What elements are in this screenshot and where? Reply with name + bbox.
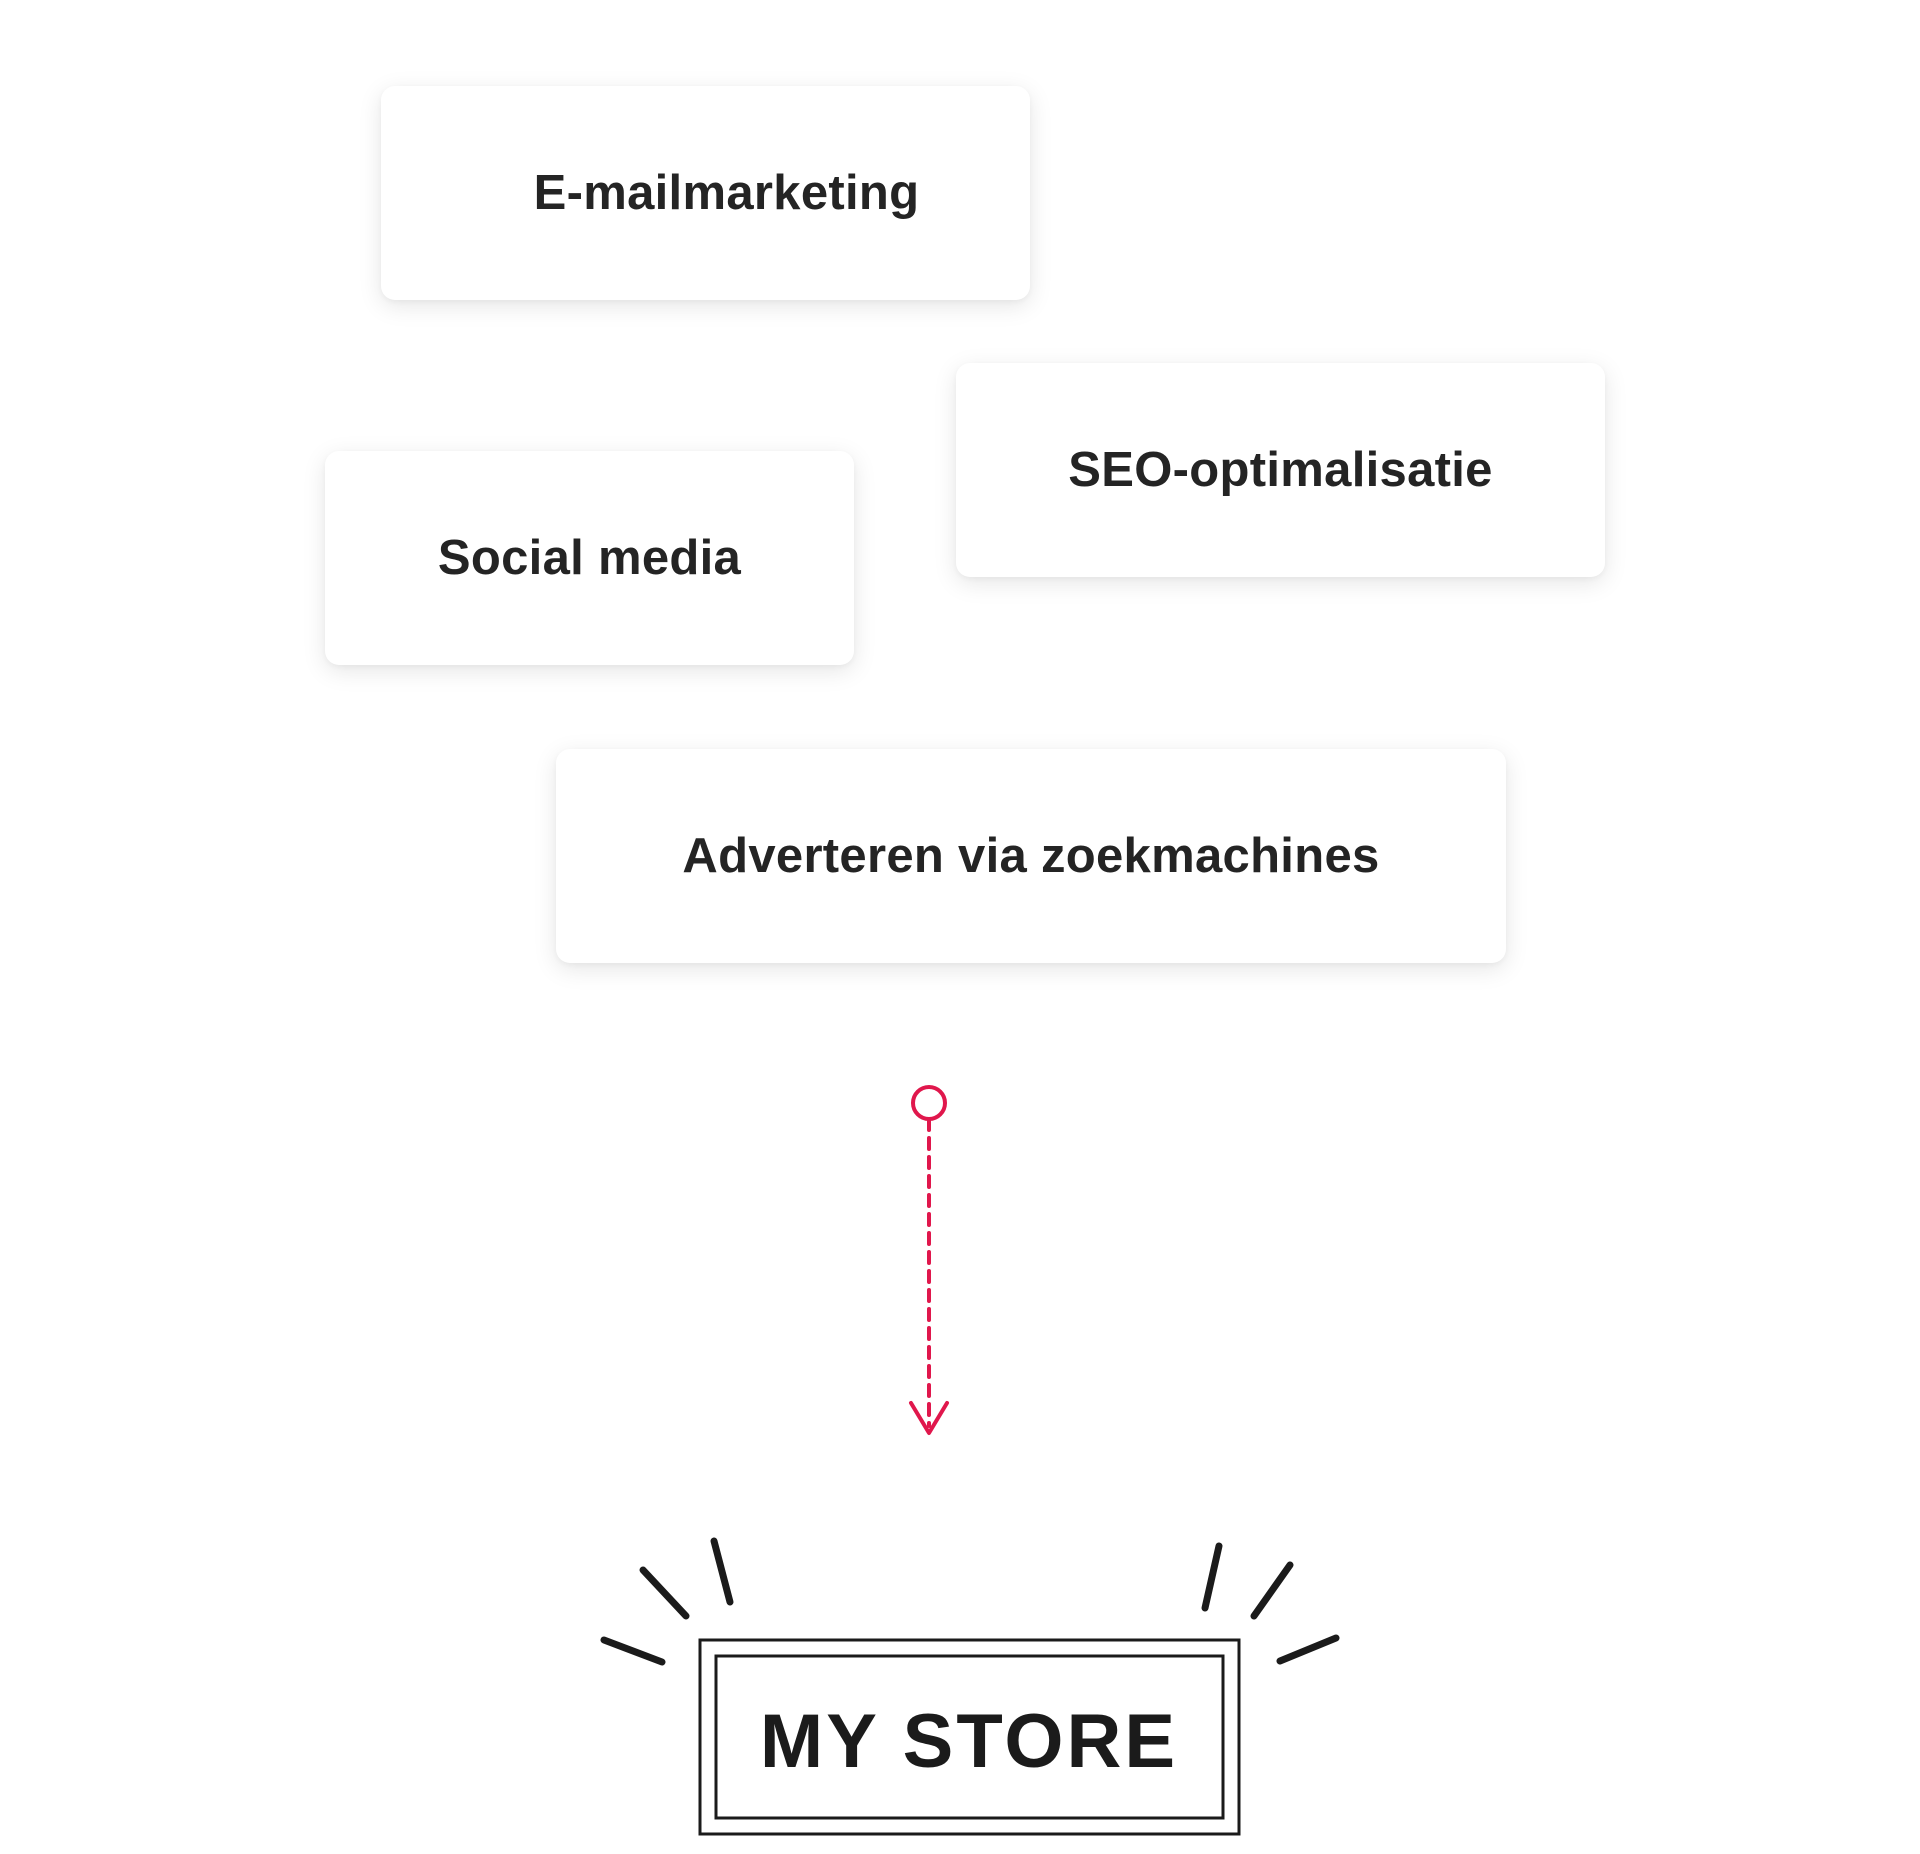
burst-line-right-outer: [1276, 1634, 1340, 1665]
sparkle-lines-icon: [600, 1537, 1340, 1666]
burst-line-left-outer: [600, 1636, 666, 1666]
dashed-arrow-down-icon: [909, 1085, 949, 1435]
burst-line-left-mid: [639, 1566, 690, 1620]
store-sign-inner-frame: [714, 1654, 1225, 1820]
card-email-marketing-label: E-mailmarketing: [533, 166, 920, 220]
burst-line-left-inner: [710, 1537, 734, 1606]
store-sign-outer-frame: [698, 1638, 1241, 1836]
card-search-advertising-label: Adverteren via zoekmachines: [682, 829, 1380, 883]
card-seo-optimization-label: SEO-optimalisatie: [1068, 443, 1493, 497]
burst-line-right-inner: [1201, 1542, 1223, 1612]
card-social-media: Social media: [325, 451, 854, 665]
card-seo-optimization: SEO-optimalisatie: [956, 363, 1605, 577]
store-sign-icon: [698, 1638, 1241, 1836]
store-sign-label: MY STORE: [760, 1699, 1178, 1784]
card-social-media-label: Social media: [437, 531, 742, 585]
card-search-advertising: Adverteren via zoekmachines: [556, 749, 1506, 963]
card-email-marketing: E-mailmarketing: [381, 86, 1030, 300]
arrow-head: [909, 1401, 949, 1435]
burst-line-right-mid: [1250, 1561, 1294, 1620]
arrow-origin-circle: [911, 1085, 947, 1121]
